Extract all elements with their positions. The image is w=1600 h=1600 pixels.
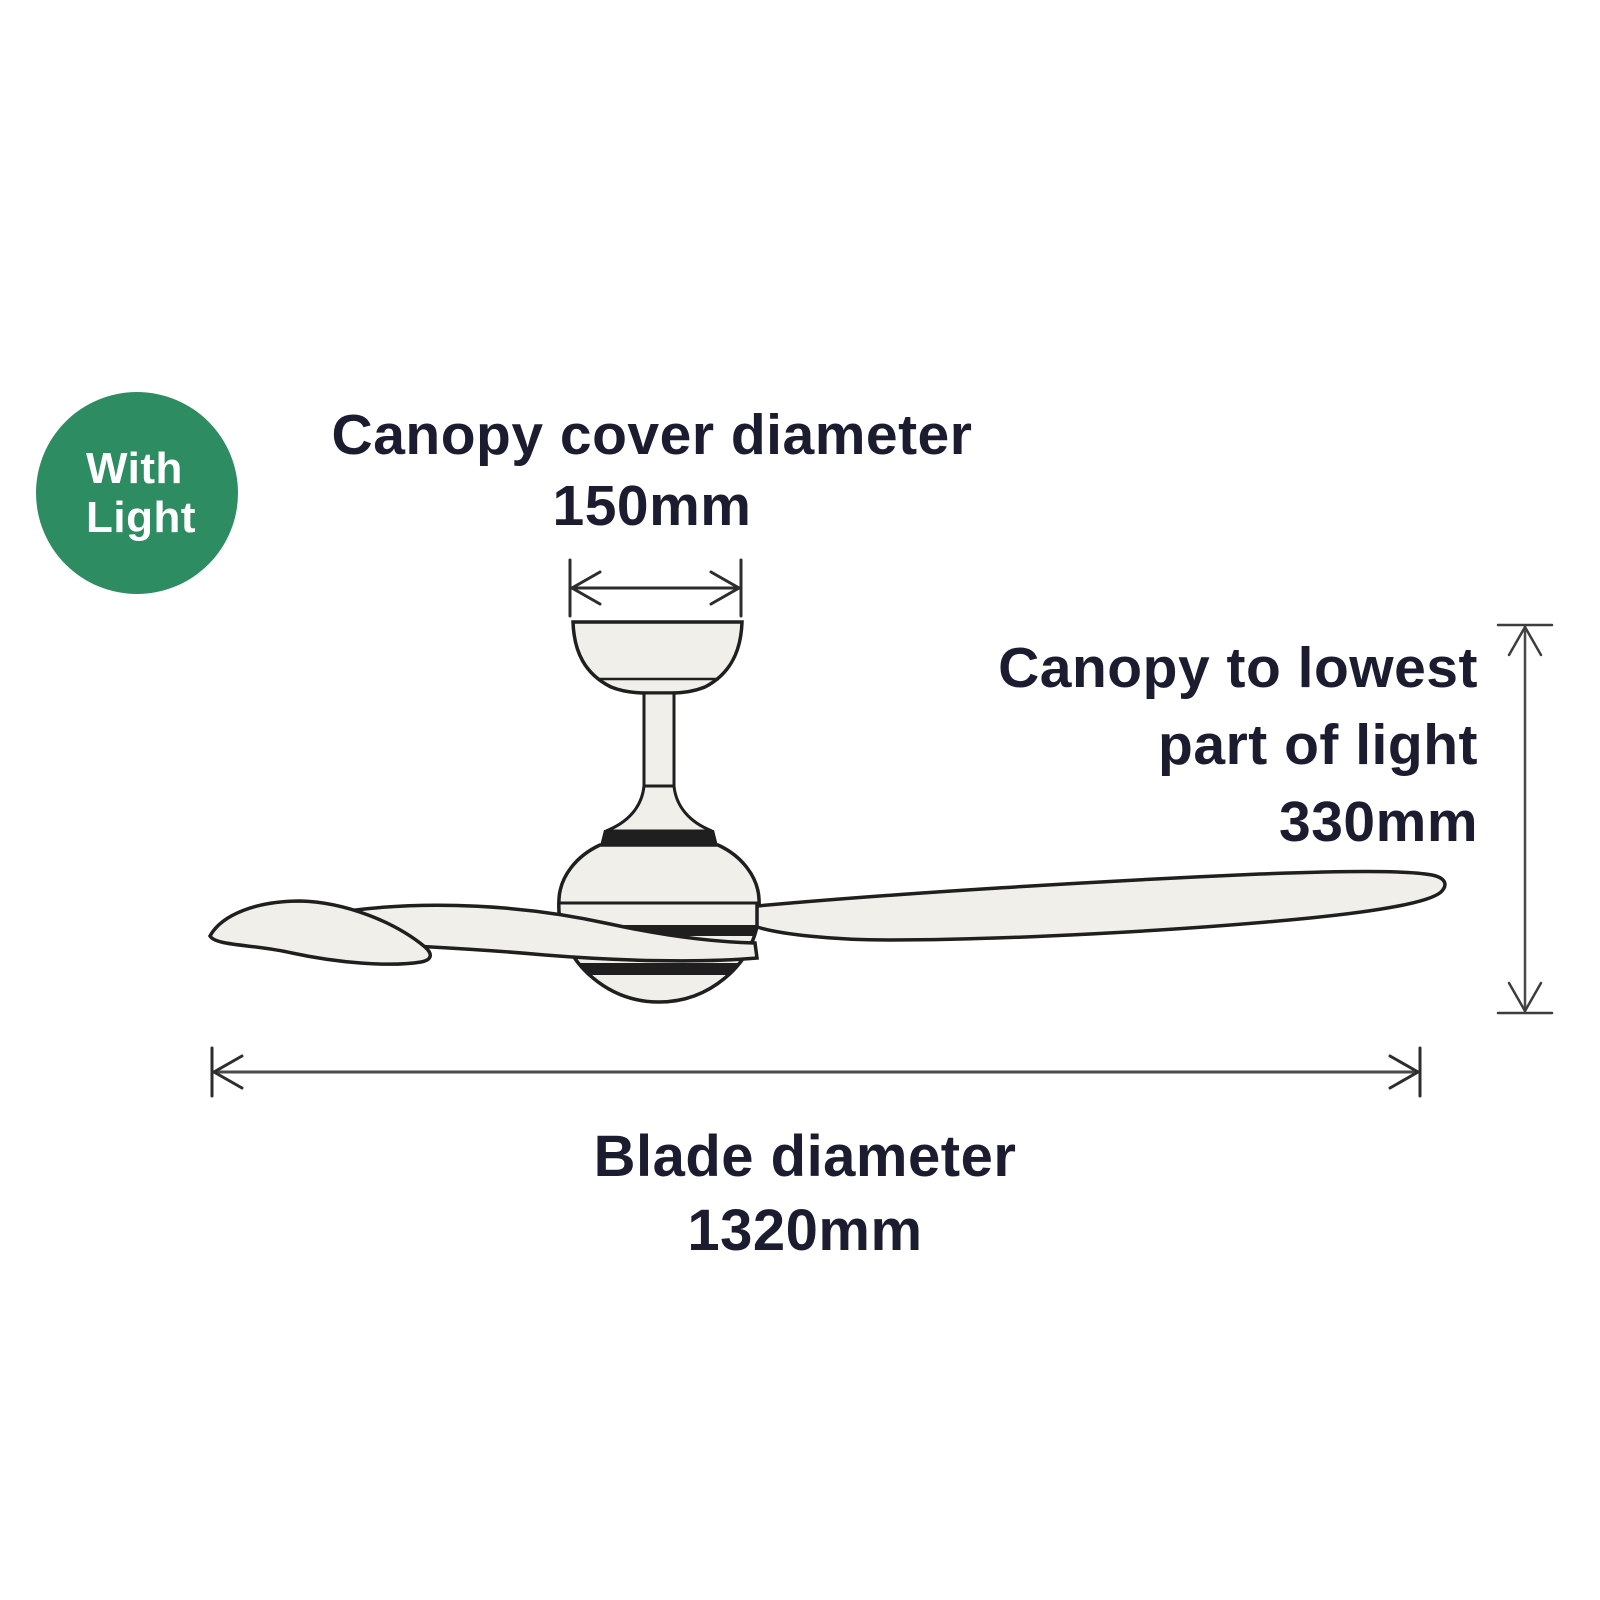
fan-downrod <box>642 691 676 789</box>
with-light-badge: With Light <box>36 392 238 594</box>
dimension-arrow-canopy-to-light <box>1496 623 1554 1015</box>
dimension-arrow-canopy-cover <box>568 558 743 618</box>
canopy-to-light-line2: part of light <box>1158 713 1478 777</box>
canopy-cover-diameter-value: 150mm <box>552 474 752 538</box>
fan-neck-band <box>600 830 718 846</box>
fan-canopy <box>571 620 744 695</box>
badge-line-2: Light <box>86 493 197 542</box>
blade-diameter-title: Blade diameter <box>593 1124 1017 1189</box>
blade-diameter-label: Blade diameter 1320mm <box>470 1120 1140 1268</box>
fan-blade-right <box>755 869 1447 942</box>
canopy-to-light-line1: Canopy to lowest <box>998 636 1478 700</box>
fan-motor-housing <box>557 843 761 1004</box>
badge-line-1: With <box>86 444 183 493</box>
canopy-to-light-value: 330mm <box>1279 790 1478 854</box>
canopy-cover-diameter-title: Canopy cover diameter <box>331 403 973 467</box>
dimension-arrow-blade-diameter <box>210 1046 1422 1098</box>
fan-downrod-flare <box>605 784 713 833</box>
blade-diameter-value: 1320mm <box>687 1198 923 1263</box>
canopy-cover-diameter-label: Canopy cover diameter 150mm <box>320 400 984 542</box>
fan-blade-left <box>207 899 432 966</box>
canopy-to-light-label: Canopy to lowest part of light 330mm <box>918 630 1478 861</box>
